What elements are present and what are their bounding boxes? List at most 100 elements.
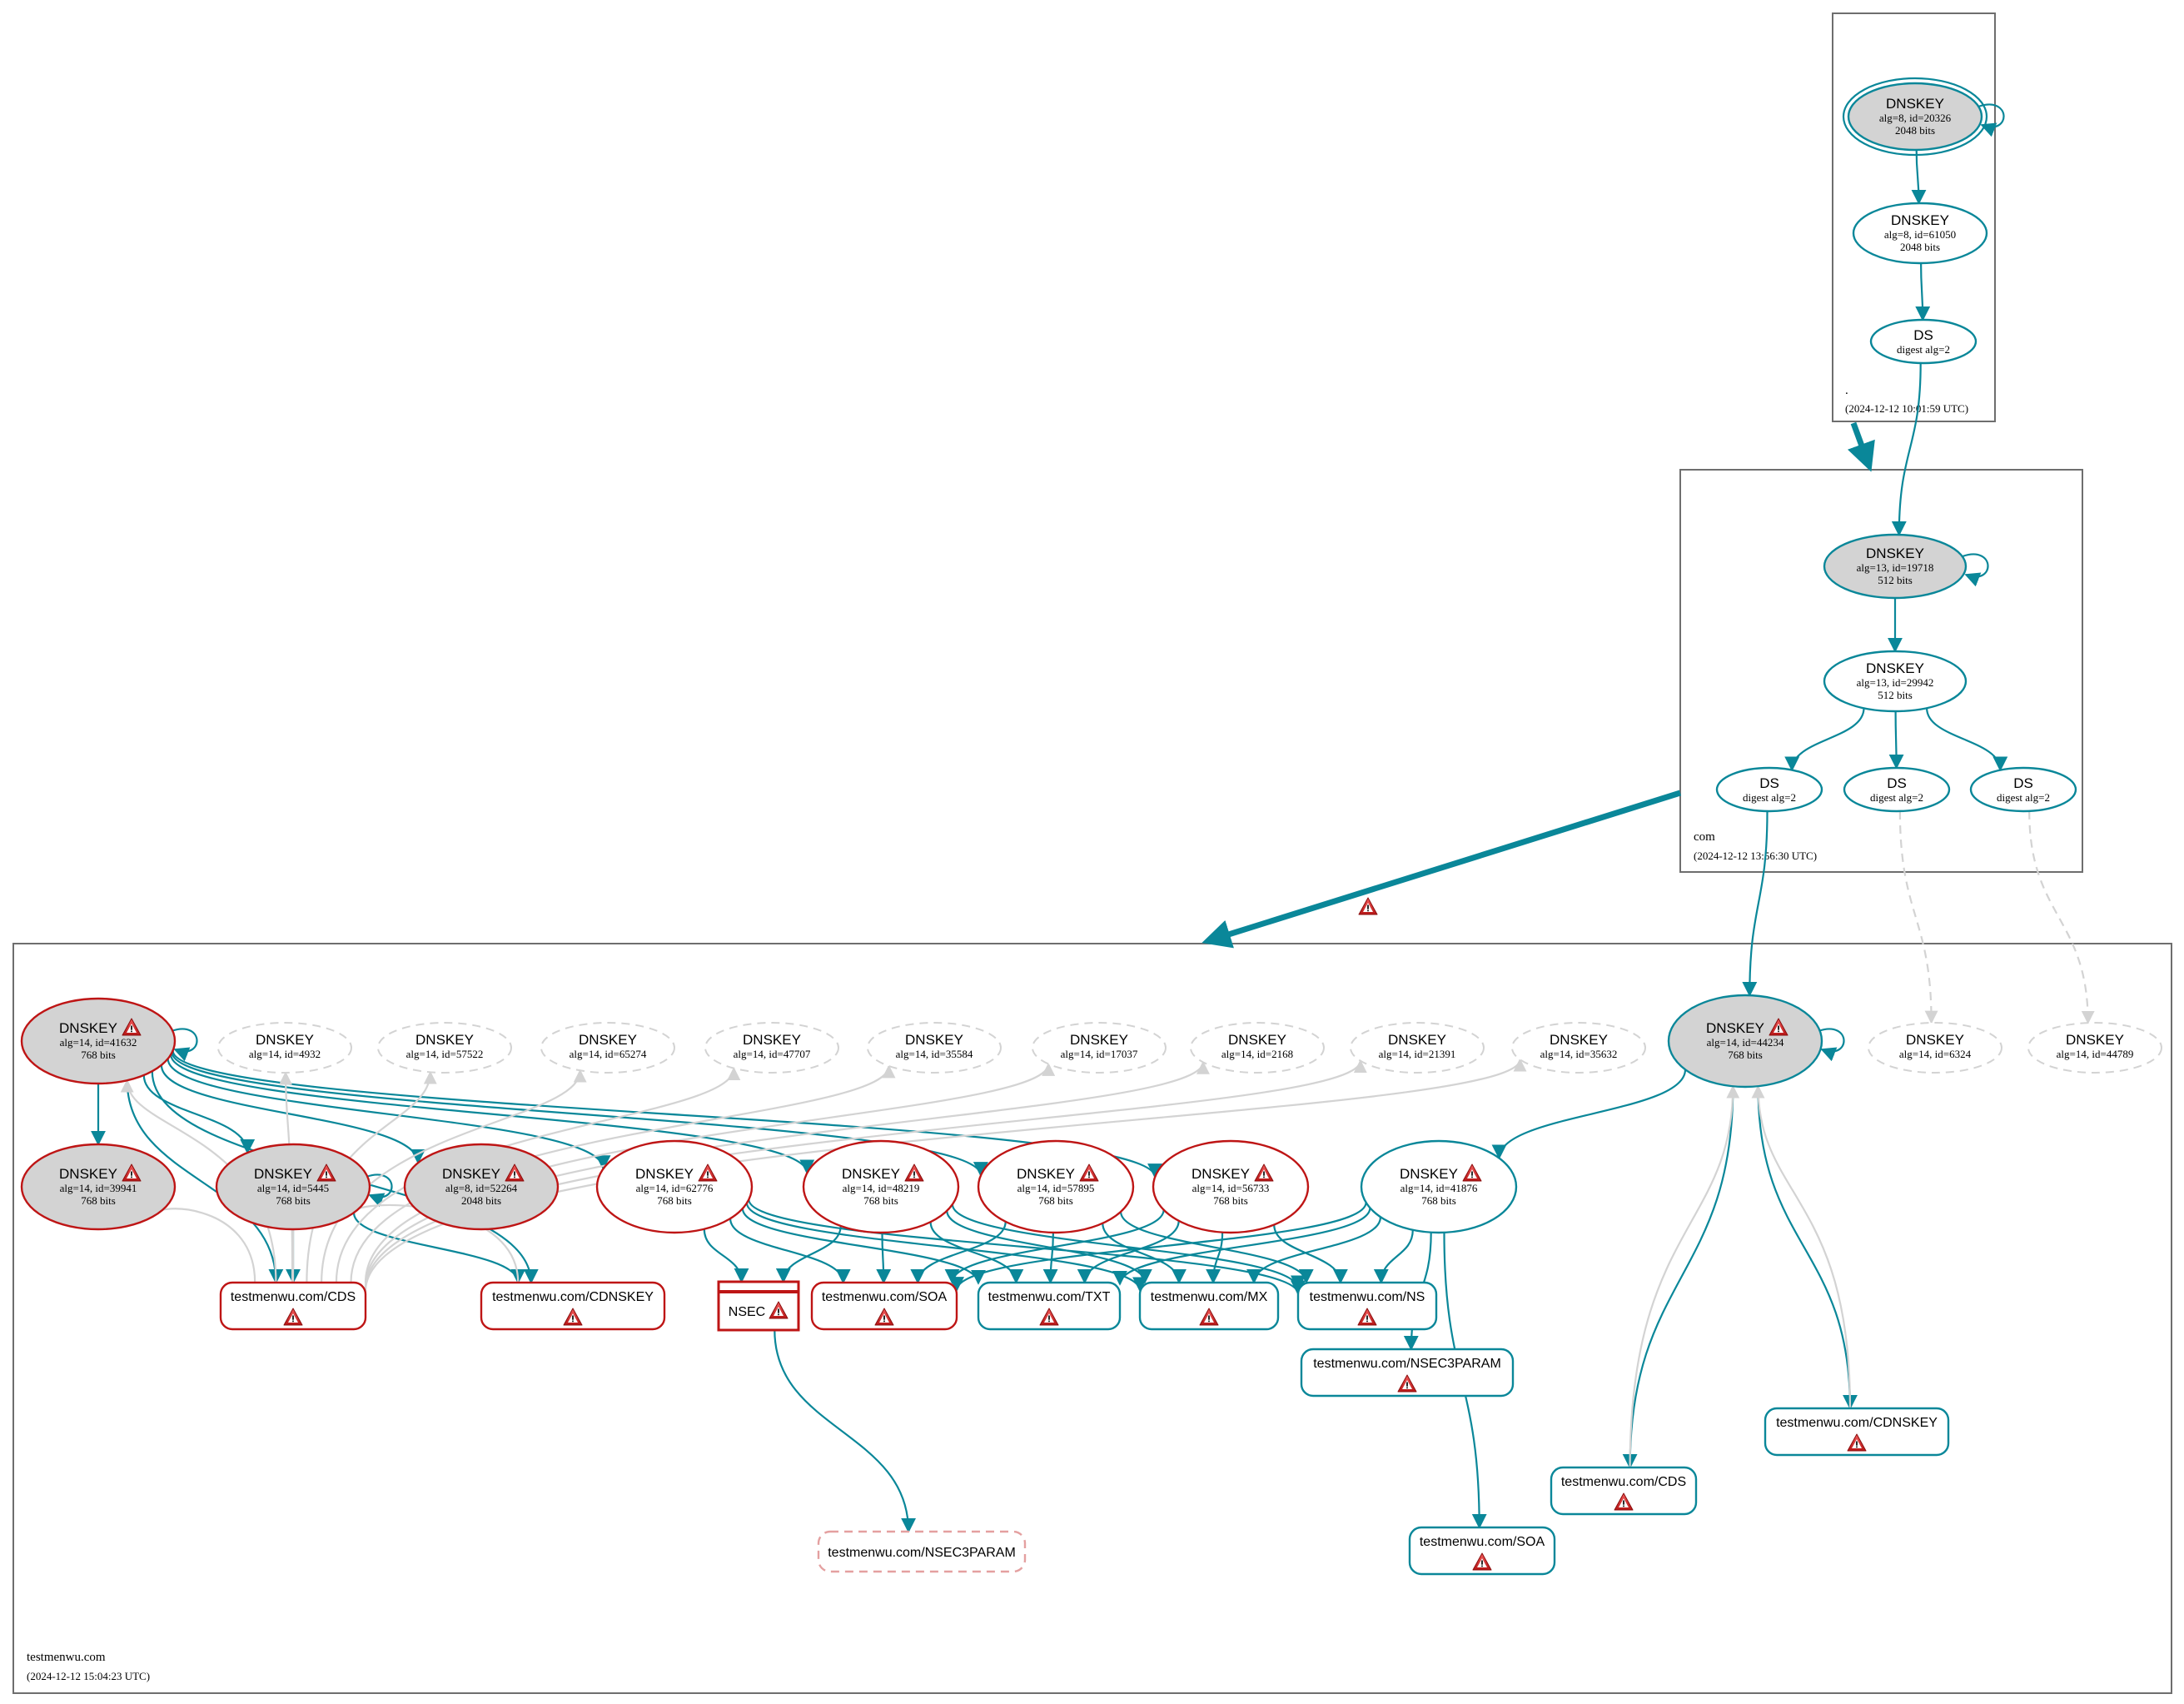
node-subtitle: digest alg=2: [1870, 791, 1923, 804]
node-shape: [1360, 1139, 1518, 1234]
node-rrset-rr_nsec3param_nx[interactable]: testmenwu.com/NSEC3PARAM: [817, 1530, 1027, 1573]
warning-icon: [1079, 1163, 1099, 1182]
node-title: DNSKEY: [59, 1166, 117, 1182]
node-subtitle: alg=14, id=62776: [636, 1182, 714, 1194]
node-shape: [977, 1281, 1122, 1331]
node-shape: [1190, 1022, 1325, 1074]
node-shape: [1715, 766, 1823, 813]
node-shape: [717, 1280, 800, 1332]
edge-k56733-to-rr_txt: [1077, 1220, 1180, 1284]
edge-k44234-to-k41876: [1491, 1069, 1687, 1160]
node-nsec-nsec[interactable]: NSEC: [717, 1280, 800, 1332]
node-subtitle: alg=14, id=6324: [1899, 1048, 1972, 1060]
node-shape: [1823, 533, 1968, 600]
node-title: DS: [1759, 775, 1779, 791]
edge-k41632-to-k62776: [167, 1059, 611, 1171]
node-shape: [595, 1139, 754, 1234]
node-shape: [867, 1022, 1002, 1074]
node-shape: [2027, 1022, 2162, 1074]
warning-icon: [904, 1163, 924, 1182]
node-subtitle: alg=14, id=35584: [896, 1048, 973, 1060]
node-title: DNSKEY: [1191, 1166, 1250, 1182]
node-title: DNSKEY: [579, 1032, 637, 1048]
edges-layer: [91, 103, 2095, 1533]
node-subtitle: alg=14, id=2168: [1221, 1048, 1293, 1060]
node-subtitle: alg=14, id=56733: [1192, 1182, 1270, 1194]
node-rrset-rr_ns[interactable]: testmenwu.com/NS: [1296, 1281, 1438, 1331]
node-key-size: 768 bits: [81, 1194, 116, 1207]
node-rrset-rr_soa_v[interactable]: testmenwu.com/SOA: [1408, 1526, 1556, 1576]
node-shape: [1350, 1022, 1485, 1074]
edge-com_zsk-to-com_ds2: [1888, 710, 1904, 770]
node-rrset-rr_txt[interactable]: testmenwu.com/TXT: [977, 1281, 1122, 1331]
node-title: DNSKEY: [1550, 1032, 1608, 1048]
node-rrset-rr_cdnskey_b[interactable]: testmenwu.com/CDNSKEY: [480, 1281, 666, 1331]
edge-k57895-to-rr_mx: [1102, 1223, 1187, 1284]
edge-k57895-to-rr_txt: [1042, 1232, 1058, 1284]
warning-icon: [316, 1163, 336, 1182]
edge-rr_cds_b-to-k35632: [364, 1058, 1527, 1292]
node-shape: [1511, 1022, 1646, 1074]
node-subtitle: alg=14, id=5445: [257, 1182, 329, 1194]
rrset-label: testmenwu.com/CDNSKEY: [1776, 1416, 1938, 1430]
node-shape: [977, 1139, 1135, 1234]
node-subtitle: alg=14, id=21391: [1379, 1048, 1456, 1060]
node-rrset-rr_soa_b[interactable]: testmenwu.com/SOA: [810, 1281, 958, 1331]
node-title: DNSKEY: [1400, 1166, 1458, 1182]
node-subtitle: alg=8, id=52264: [445, 1182, 518, 1194]
rrset-label: testmenwu.com/SOA: [822, 1290, 948, 1304]
node-title: DNSKEY: [1388, 1032, 1446, 1048]
node-shape: [1969, 766, 2077, 813]
node-shape: [1138, 1281, 1280, 1331]
nsec-label: NSEC: [729, 1305, 765, 1319]
node-shape: [1032, 1022, 1167, 1074]
warning-icon: [1472, 1552, 1492, 1571]
node-rrset-rr_nsec3param[interactable]: testmenwu.com/NSEC3PARAM: [1300, 1348, 1515, 1398]
warning-icon: [1357, 1308, 1377, 1326]
node-rrset-rr_cdnskey_v[interactable]: testmenwu.com/CDNSKEY: [1764, 1407, 1950, 1457]
rrset-label: testmenwu.com/CDS: [231, 1290, 356, 1304]
node-subtitle: alg=14, id=57895: [1017, 1182, 1095, 1194]
edge-k44234-to-rr_cdnskey_v: [1757, 1086, 1858, 1410]
edge-rr_cds_b-to-k2168: [364, 1060, 1210, 1287]
node-rrset-rr_mx[interactable]: testmenwu.com/MX: [1138, 1281, 1280, 1331]
zone-com-timestamp: (2024-12-12 13:56:30 UTC): [1694, 850, 1817, 862]
node-key-size: 768 bits: [1728, 1049, 1763, 1061]
node-rrset-rr_cds_v[interactable]: testmenwu.com/CDS: [1550, 1466, 1698, 1516]
warning-icon: [563, 1308, 583, 1326]
node-shape: [1296, 1281, 1438, 1331]
node-rrset-rr_cds_b[interactable]: testmenwu.com/CDS: [219, 1281, 367, 1331]
warning-icon: [1614, 1492, 1634, 1511]
edge-k41876-to-rr_mx: [1246, 1217, 1382, 1284]
